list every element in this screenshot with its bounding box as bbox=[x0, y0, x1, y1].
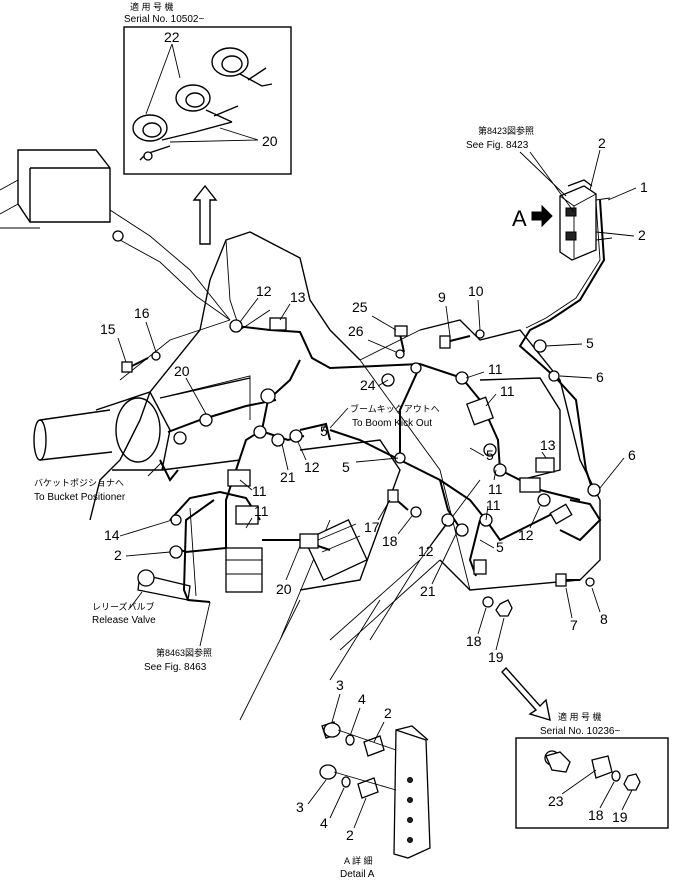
part-13: 13 bbox=[290, 289, 306, 305]
down-arrow-icon bbox=[501, 666, 551, 722]
ref-fig8423: See Fig. 8423 bbox=[466, 140, 529, 151]
inset-top-serial: Serial No. 10502~ bbox=[124, 14, 204, 25]
part-9: 9 bbox=[438, 289, 446, 305]
part-11: 11 bbox=[252, 483, 267, 499]
part-20: 20 bbox=[276, 581, 292, 597]
part-2: 2 bbox=[598, 135, 606, 151]
part-5: 5 bbox=[486, 447, 494, 463]
part-5: 5 bbox=[320, 423, 328, 439]
detail-part-3: 3 bbox=[336, 677, 344, 693]
detail-part-3: 3 bbox=[296, 799, 304, 815]
part-26: 26 bbox=[348, 323, 364, 339]
inset-top-applicable-jp: 適 用 号 機 bbox=[130, 1, 174, 12]
machine-body bbox=[0, 149, 601, 721]
part-10: 10 bbox=[468, 283, 484, 299]
part-16: 16 bbox=[134, 305, 150, 321]
inset-top: 適 用 号 機 Serial No. 10502~ 22 20 bbox=[123, 1, 292, 175]
inset-bottom: 適 用 号 機 Serial No. 10236~ 23 18 19 bbox=[515, 711, 669, 829]
detail-a-jp: A 詳 細 bbox=[344, 855, 373, 866]
part-6: 6 bbox=[628, 447, 636, 463]
part-11: 11 bbox=[500, 383, 515, 399]
inset-bottom-applicable-jp: 適 用 号 機 bbox=[558, 711, 602, 722]
part-21: 21 bbox=[420, 583, 436, 599]
part-19: 19 bbox=[488, 649, 504, 665]
part-18: 18 bbox=[382, 533, 398, 549]
part-7: 7 bbox=[570, 617, 578, 633]
up-arrow-icon bbox=[192, 184, 218, 245]
inset-bottom-part-19: 19 bbox=[612, 809, 628, 825]
part-11: 11 bbox=[488, 481, 503, 497]
inset-bottom-part-23: 23 bbox=[548, 793, 564, 809]
ref-fig8423-jp: 第8423図参照 bbox=[478, 125, 534, 136]
detail-part-2: 2 bbox=[346, 827, 354, 843]
detail-part-4: 4 bbox=[320, 815, 328, 831]
callout-boom: To Boom Kick Out bbox=[352, 418, 432, 429]
callout-bucket-jp: バケットポジショナへ bbox=[34, 478, 124, 488]
part-5: 5 bbox=[586, 335, 594, 351]
part-15: 15 bbox=[100, 321, 116, 337]
part-1: 1 bbox=[640, 179, 648, 195]
inset-bottom-frame bbox=[515, 737, 669, 829]
callout-boom-jp: ブームキックアウトへ bbox=[350, 403, 440, 414]
view-a-marker: A bbox=[512, 206, 527, 231]
part-12: 12 bbox=[518, 527, 534, 543]
view-a-arrow-icon bbox=[531, 204, 553, 228]
ref-fig8463-jp: 第8463図参照 bbox=[156, 647, 212, 658]
part-25: 25 bbox=[352, 299, 368, 315]
part-20: 20 bbox=[174, 363, 190, 379]
part-24: 24 bbox=[360, 377, 376, 393]
clamps-connectors bbox=[121, 317, 601, 617]
detail-a: 3 4 2 3 4 2 A 詳 細 Detail A bbox=[296, 677, 431, 880]
part-12: 12 bbox=[418, 543, 434, 559]
part-number-labels: 2 1 2 5 6 9 10 25 26 24 11 11 12 13 15 1… bbox=[100, 135, 648, 665]
inset-top-part-22: 22 bbox=[164, 29, 180, 45]
detail-a-label: Detail A bbox=[340, 869, 375, 880]
part-12: 12 bbox=[256, 283, 272, 299]
part-11: 11 bbox=[254, 503, 269, 519]
detail-part-4: 4 bbox=[358, 691, 366, 707]
inset-top-clamps bbox=[132, 47, 273, 161]
part-11: 11 bbox=[486, 497, 501, 513]
inset-top-part-20: 20 bbox=[262, 133, 278, 149]
part-12: 12 bbox=[304, 459, 320, 475]
part-13: 13 bbox=[540, 437, 556, 453]
part-11: 11 bbox=[488, 361, 503, 377]
inset-bottom-part-18: 18 bbox=[588, 807, 604, 823]
ref-fig8463: See Fig. 8463 bbox=[144, 662, 207, 673]
callout-bucket: To Bucket Positioner bbox=[34, 492, 126, 503]
part-5: 5 bbox=[496, 539, 504, 555]
part-6: 6 bbox=[596, 369, 604, 385]
callout-release-jp: レリーズバルブ bbox=[92, 601, 155, 612]
inset-bottom-serial: Serial No. 10236~ bbox=[540, 726, 620, 737]
part-17: 17 bbox=[364, 519, 380, 535]
part-14: 14 bbox=[104, 527, 120, 543]
callout-release: Release Valve bbox=[92, 615, 156, 626]
part-8: 8 bbox=[600, 611, 608, 627]
part-18: 18 bbox=[466, 633, 482, 649]
part-2: 2 bbox=[114, 547, 122, 563]
part-5: 5 bbox=[342, 459, 350, 475]
detail-part-2: 2 bbox=[384, 705, 392, 721]
part-21: 21 bbox=[280, 469, 296, 485]
inset-top-frame bbox=[123, 26, 292, 175]
part-2: 2 bbox=[638, 227, 646, 243]
